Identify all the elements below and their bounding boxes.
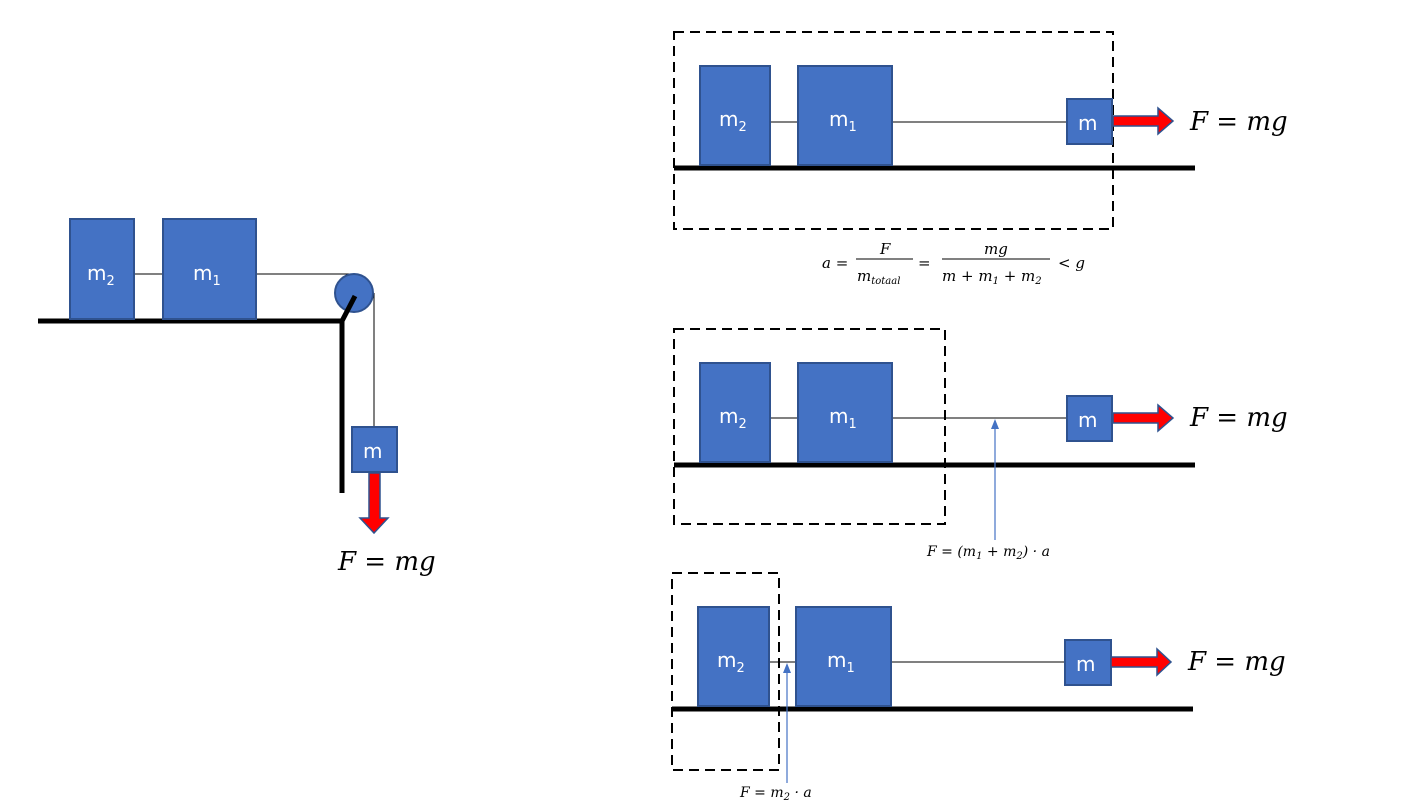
applied-force-label: F = mg bbox=[1189, 107, 1288, 137]
gravity-force-arrow bbox=[358, 472, 390, 535]
svg-text:m1: m1 bbox=[829, 107, 857, 135]
applied-force-label: F = mg bbox=[1189, 403, 1288, 433]
block-m: m bbox=[1066, 395, 1113, 442]
block-m1: m1 bbox=[797, 362, 893, 463]
acceleration-equation: a = F mtotaal = mg m + m1 + m2 < g bbox=[822, 240, 1085, 287]
svg-text:mtotaal: mtotaal bbox=[857, 267, 900, 287]
svg-text:m: m bbox=[1076, 652, 1095, 676]
svg-text:m2: m2 bbox=[719, 404, 747, 432]
svg-text:m1: m1 bbox=[827, 648, 855, 676]
svg-text:m: m bbox=[1078, 111, 1097, 135]
tension-pointer-head bbox=[783, 663, 791, 673]
svg-text:m2: m2 bbox=[717, 648, 745, 676]
tension-label-m2: F = m2 · a bbox=[739, 785, 812, 803]
svg-text:m1: m1 bbox=[829, 404, 857, 432]
svg-text:m2: m2 bbox=[87, 261, 115, 289]
pulley bbox=[334, 273, 374, 313]
pulley-mount bbox=[339, 294, 358, 323]
panel-bottom: m2 m1 m F = mg F = m2 · a bbox=[671, 572, 1286, 803]
svg-text:F: F bbox=[879, 240, 891, 258]
tension-label-m1-m2: F = (m1 + m2) · a bbox=[926, 544, 1050, 562]
system-boundary-m1-m2 bbox=[673, 328, 946, 525]
svg-text:< g: < g bbox=[1058, 254, 1085, 272]
block-m2: m2 bbox=[699, 65, 771, 166]
block-m: m bbox=[1066, 98, 1113, 145]
applied-force-arrow bbox=[1112, 106, 1175, 136]
system-boundary-m2 bbox=[671, 572, 780, 771]
panel-middle: m2 m1 m F = mg F = (m1 + m2) · a bbox=[673, 328, 1288, 562]
svg-text:=: = bbox=[918, 254, 931, 272]
block-m1: m1 bbox=[795, 606, 892, 707]
applied-force-label: F = mg bbox=[1187, 647, 1286, 677]
block-m: m bbox=[1064, 639, 1112, 686]
block-m-hanging: m bbox=[351, 426, 398, 473]
tension-pointer-head bbox=[991, 419, 999, 429]
block-m1: m1 bbox=[797, 65, 893, 166]
pulley-system: m2 m1 m F = mg bbox=[38, 218, 436, 577]
svg-text:m + m1 + m2: m + m1 + m2 bbox=[942, 267, 1042, 287]
gravity-force-label: F = mg bbox=[337, 547, 436, 577]
svg-text:m: m bbox=[1078, 408, 1097, 432]
svg-text:mg: mg bbox=[984, 240, 1008, 258]
svg-text:m2: m2 bbox=[719, 107, 747, 135]
panel-top: m2 m1 m F = mg a = F mtotaal = mg m + m1… bbox=[673, 31, 1288, 287]
block-m2: m2 bbox=[69, 218, 135, 320]
block-m2: m2 bbox=[699, 362, 771, 463]
svg-text:m: m bbox=[363, 439, 382, 463]
block-m2: m2 bbox=[697, 606, 770, 707]
applied-force-arrow bbox=[1112, 403, 1175, 433]
svg-text:a =: a = bbox=[822, 254, 848, 272]
block-m1: m1 bbox=[162, 218, 257, 320]
applied-force-arrow bbox=[1110, 647, 1173, 677]
svg-text:m1: m1 bbox=[193, 261, 221, 289]
